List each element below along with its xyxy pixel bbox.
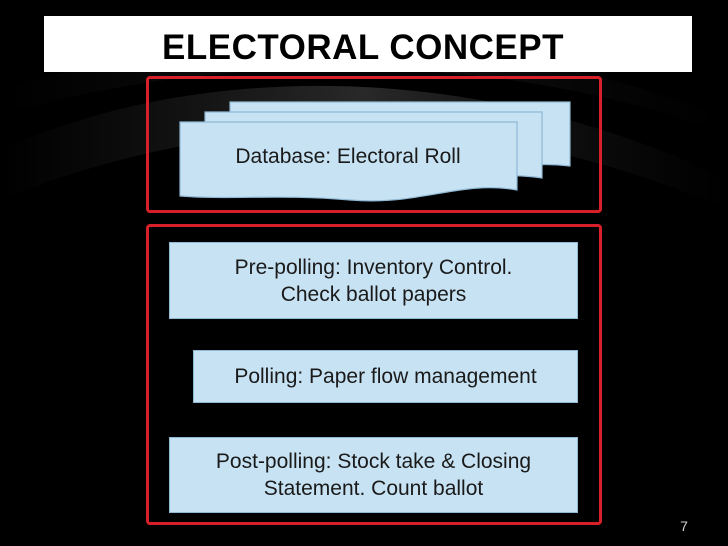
post-polling-line2: Statement. Count ballot [263,477,484,500]
polling-box: Polling: Paper flow management [193,350,578,403]
pre-polling-box: Pre-polling: Inventory Control. Check ba… [169,242,578,319]
slide-number: 7 [680,518,688,534]
post-polling-box: Post-polling: Stock take & Closing State… [169,437,578,513]
document-sheet-front [179,121,518,202]
polling-label: Polling: Paper flow management [234,365,537,388]
title-bar: ELECTORAL CONCEPT [44,16,692,72]
pre-polling-line1: Pre-polling: Inventory Control. [234,255,513,279]
post-polling-line1: Post-polling: Stock take & Closing [215,450,532,473]
slide-title: ELECTORAL CONCEPT [162,28,564,67]
database-label: Database: Electoral Roll [235,145,461,168]
stages-group-frame [146,224,602,525]
pre-polling-line2: Check ballot papers [280,282,467,306]
database-group-frame [146,76,602,213]
document-stack-shape [179,101,571,202]
